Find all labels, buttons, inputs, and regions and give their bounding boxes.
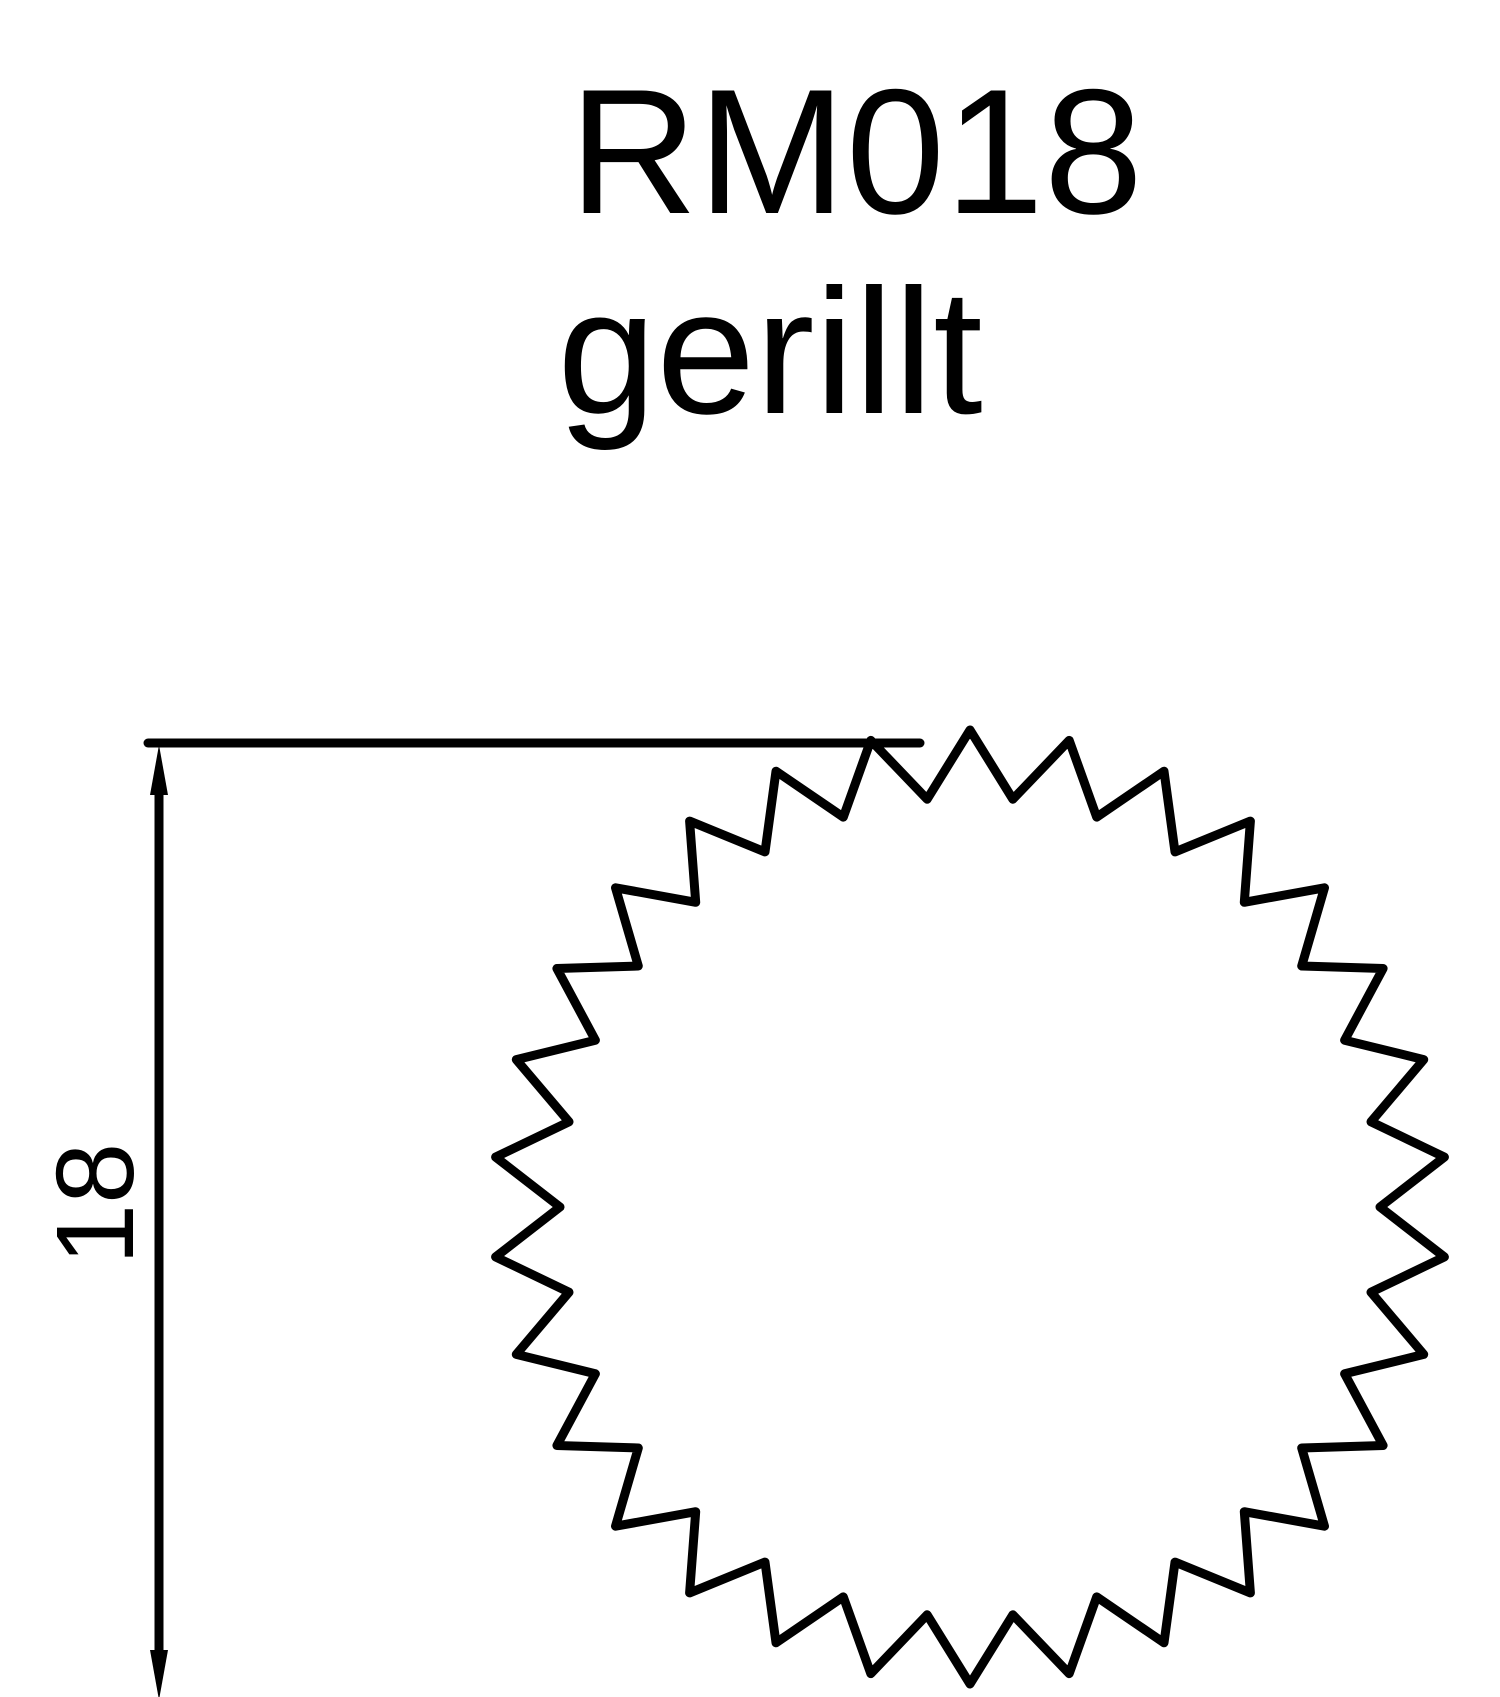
dimension-lines — [143, 738, 925, 1660]
knurled-profile-outline — [491, 725, 1449, 1689]
part-description: gerillt — [557, 252, 983, 451]
arrow-down-icon — [150, 1650, 168, 1697]
part-code-title: RM018 — [569, 52, 1143, 251]
dimension-label: 18 — [34, 1143, 157, 1265]
arrow-up-icon — [150, 745, 168, 795]
